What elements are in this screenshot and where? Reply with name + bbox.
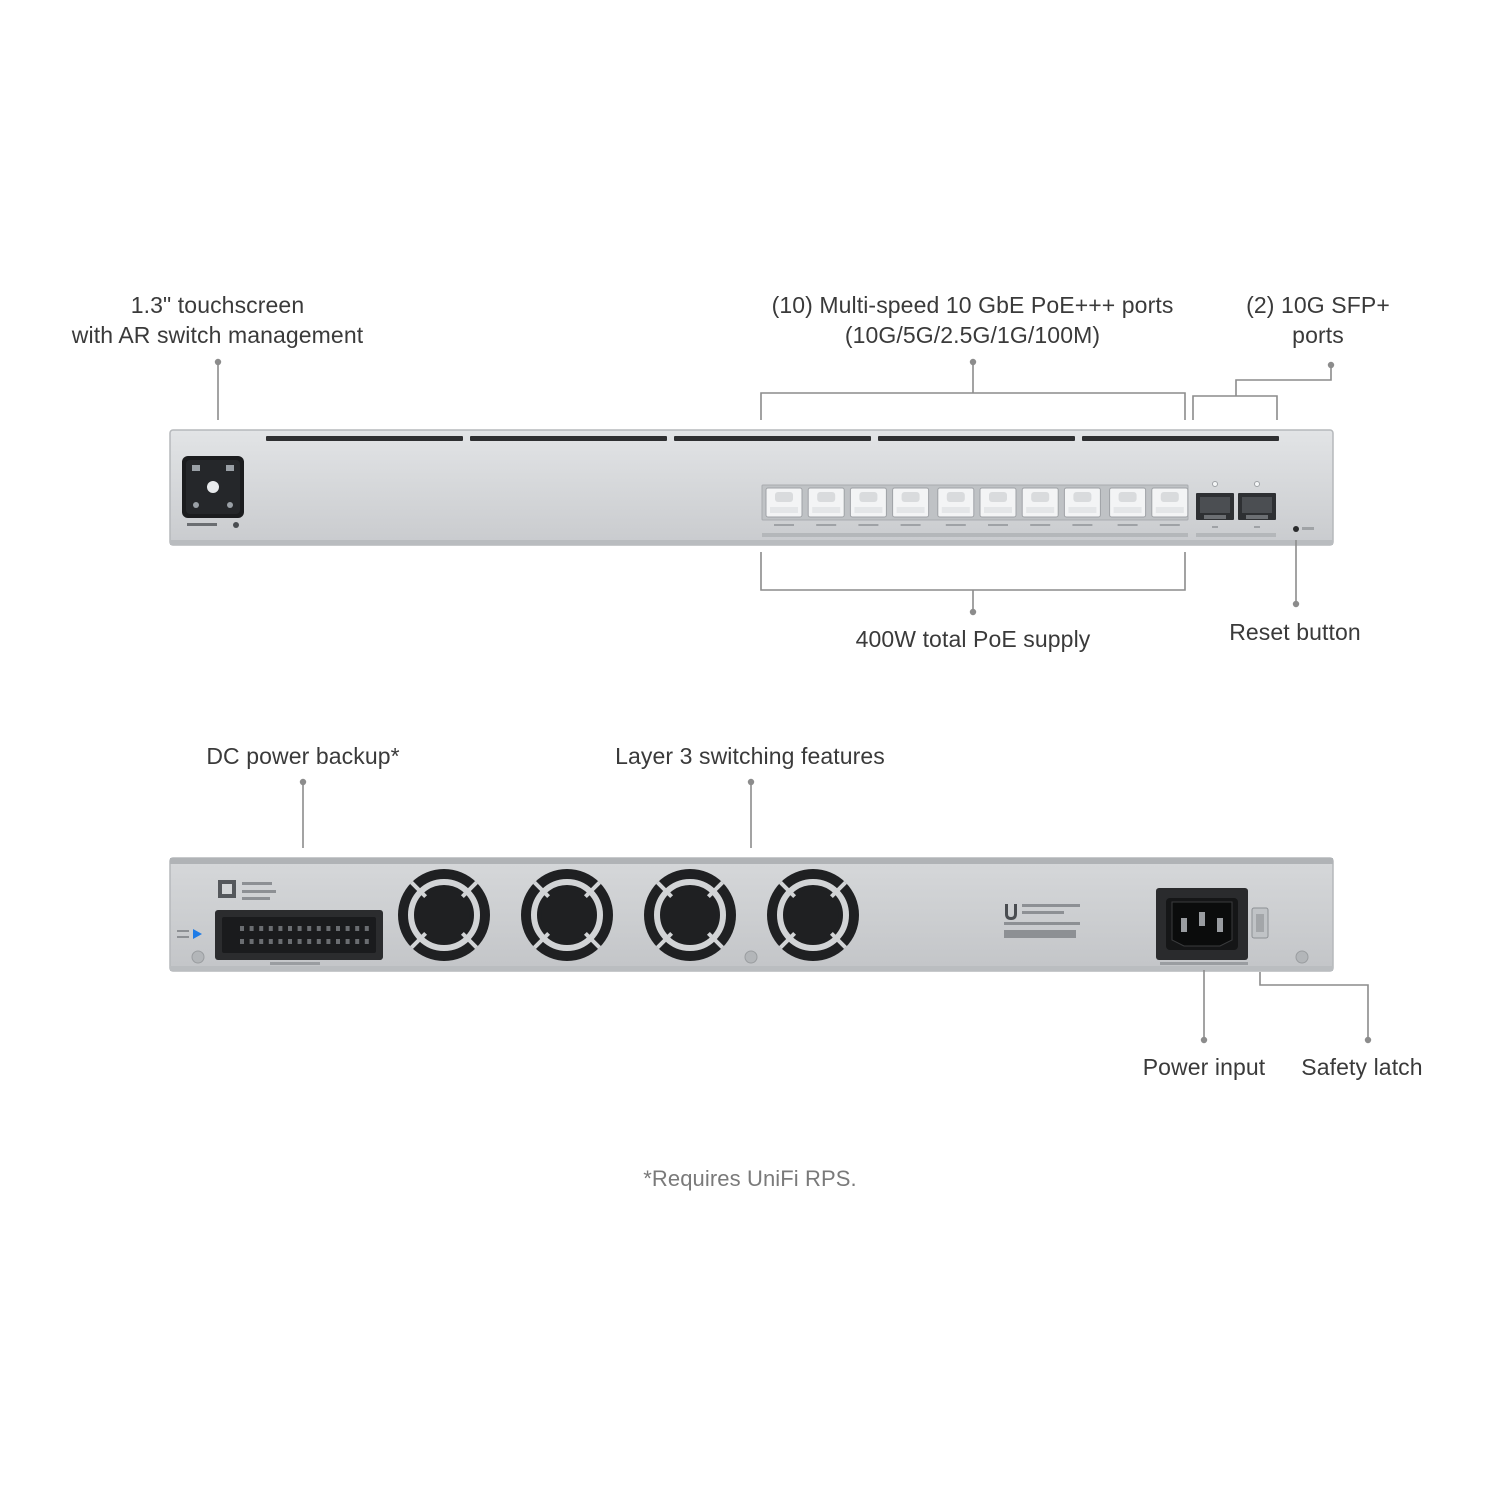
footnote: *Requires UniFi RPS. — [643, 1166, 857, 1191]
rj45-ports-callout: (10) Multi-speed 10 GbE PoE+++ ports (10… — [740, 290, 1205, 350]
rear-leader-lines — [299, 778, 1372, 1044]
dc-power-connector[interactable] — [215, 910, 383, 965]
regulatory-marks — [1004, 904, 1080, 938]
reset-button[interactable] — [1293, 526, 1314, 532]
power-input-callout: Power input — [1142, 1054, 1266, 1080]
fan-grille — [521, 869, 613, 961]
sfp-port[interactable] — [1238, 481, 1276, 529]
safety-latch-callout: Safety latch — [1301, 1054, 1423, 1080]
front-leader-lines — [214, 358, 1335, 616]
rj45-ports-callout-line-1: (10) Multi-speed 10 GbE PoE+++ ports — [771, 292, 1174, 318]
rps-indicator-icon — [177, 929, 202, 939]
sfp-ports-callout-line-2: ports — [1292, 322, 1344, 348]
safety-latch[interactable] — [1251, 907, 1269, 939]
rj45-port[interactable] — [937, 487, 975, 526]
fan-block — [398, 869, 859, 961]
rj45-ports-callout-line-2: (10G/5G/2.5G/1G/100M) — [844, 322, 1101, 348]
rj45-port[interactable] — [1151, 487, 1189, 526]
ubiquiti-logo-icon — [1005, 904, 1017, 920]
touchscreen-display[interactable] — [182, 456, 244, 528]
reset-button-callout: Reset button — [1229, 619, 1361, 645]
dc-power-callout: DC power backup* — [206, 743, 400, 769]
poe-supply-callout: 400W total PoE supply — [855, 626, 1091, 652]
fan-grille — [398, 869, 490, 961]
rj45-port[interactable] — [892, 487, 930, 526]
touchscreen-callout-line-1: 1.3" touchscreen — [130, 292, 305, 318]
rj45-port[interactable] — [849, 487, 887, 526]
rj45-port-block — [761, 484, 1189, 537]
touchscreen-callout-line-2: with AR switch management — [71, 322, 364, 348]
rj45-port[interactable] — [979, 487, 1017, 526]
top-vent-slots — [266, 436, 1279, 441]
touchscreen-callout: 1.3" touchscreen with AR switch manageme… — [40, 290, 395, 350]
rj45-port[interactable] — [1021, 487, 1059, 526]
rj45-port[interactable] — [1063, 487, 1101, 526]
sfp-ports-callout: (2) 10G SFP+ ports — [1228, 290, 1408, 350]
sfp-port[interactable] — [1196, 481, 1234, 529]
sfp-ports-callout-line-1: (2) 10G SFP+ — [1246, 292, 1390, 318]
fan-grille — [644, 869, 736, 961]
rj45-port[interactable] — [765, 487, 803, 526]
qr-label — [218, 880, 276, 900]
layer3-callout: Layer 3 switching features — [615, 743, 885, 769]
screws — [191, 950, 1309, 964]
fan-grille — [767, 869, 859, 961]
sfp-port-block — [1196, 481, 1276, 537]
rj45-port[interactable] — [1109, 487, 1147, 526]
rj45-port[interactable] — [807, 487, 845, 526]
power-input-socket[interactable] — [1156, 888, 1248, 965]
